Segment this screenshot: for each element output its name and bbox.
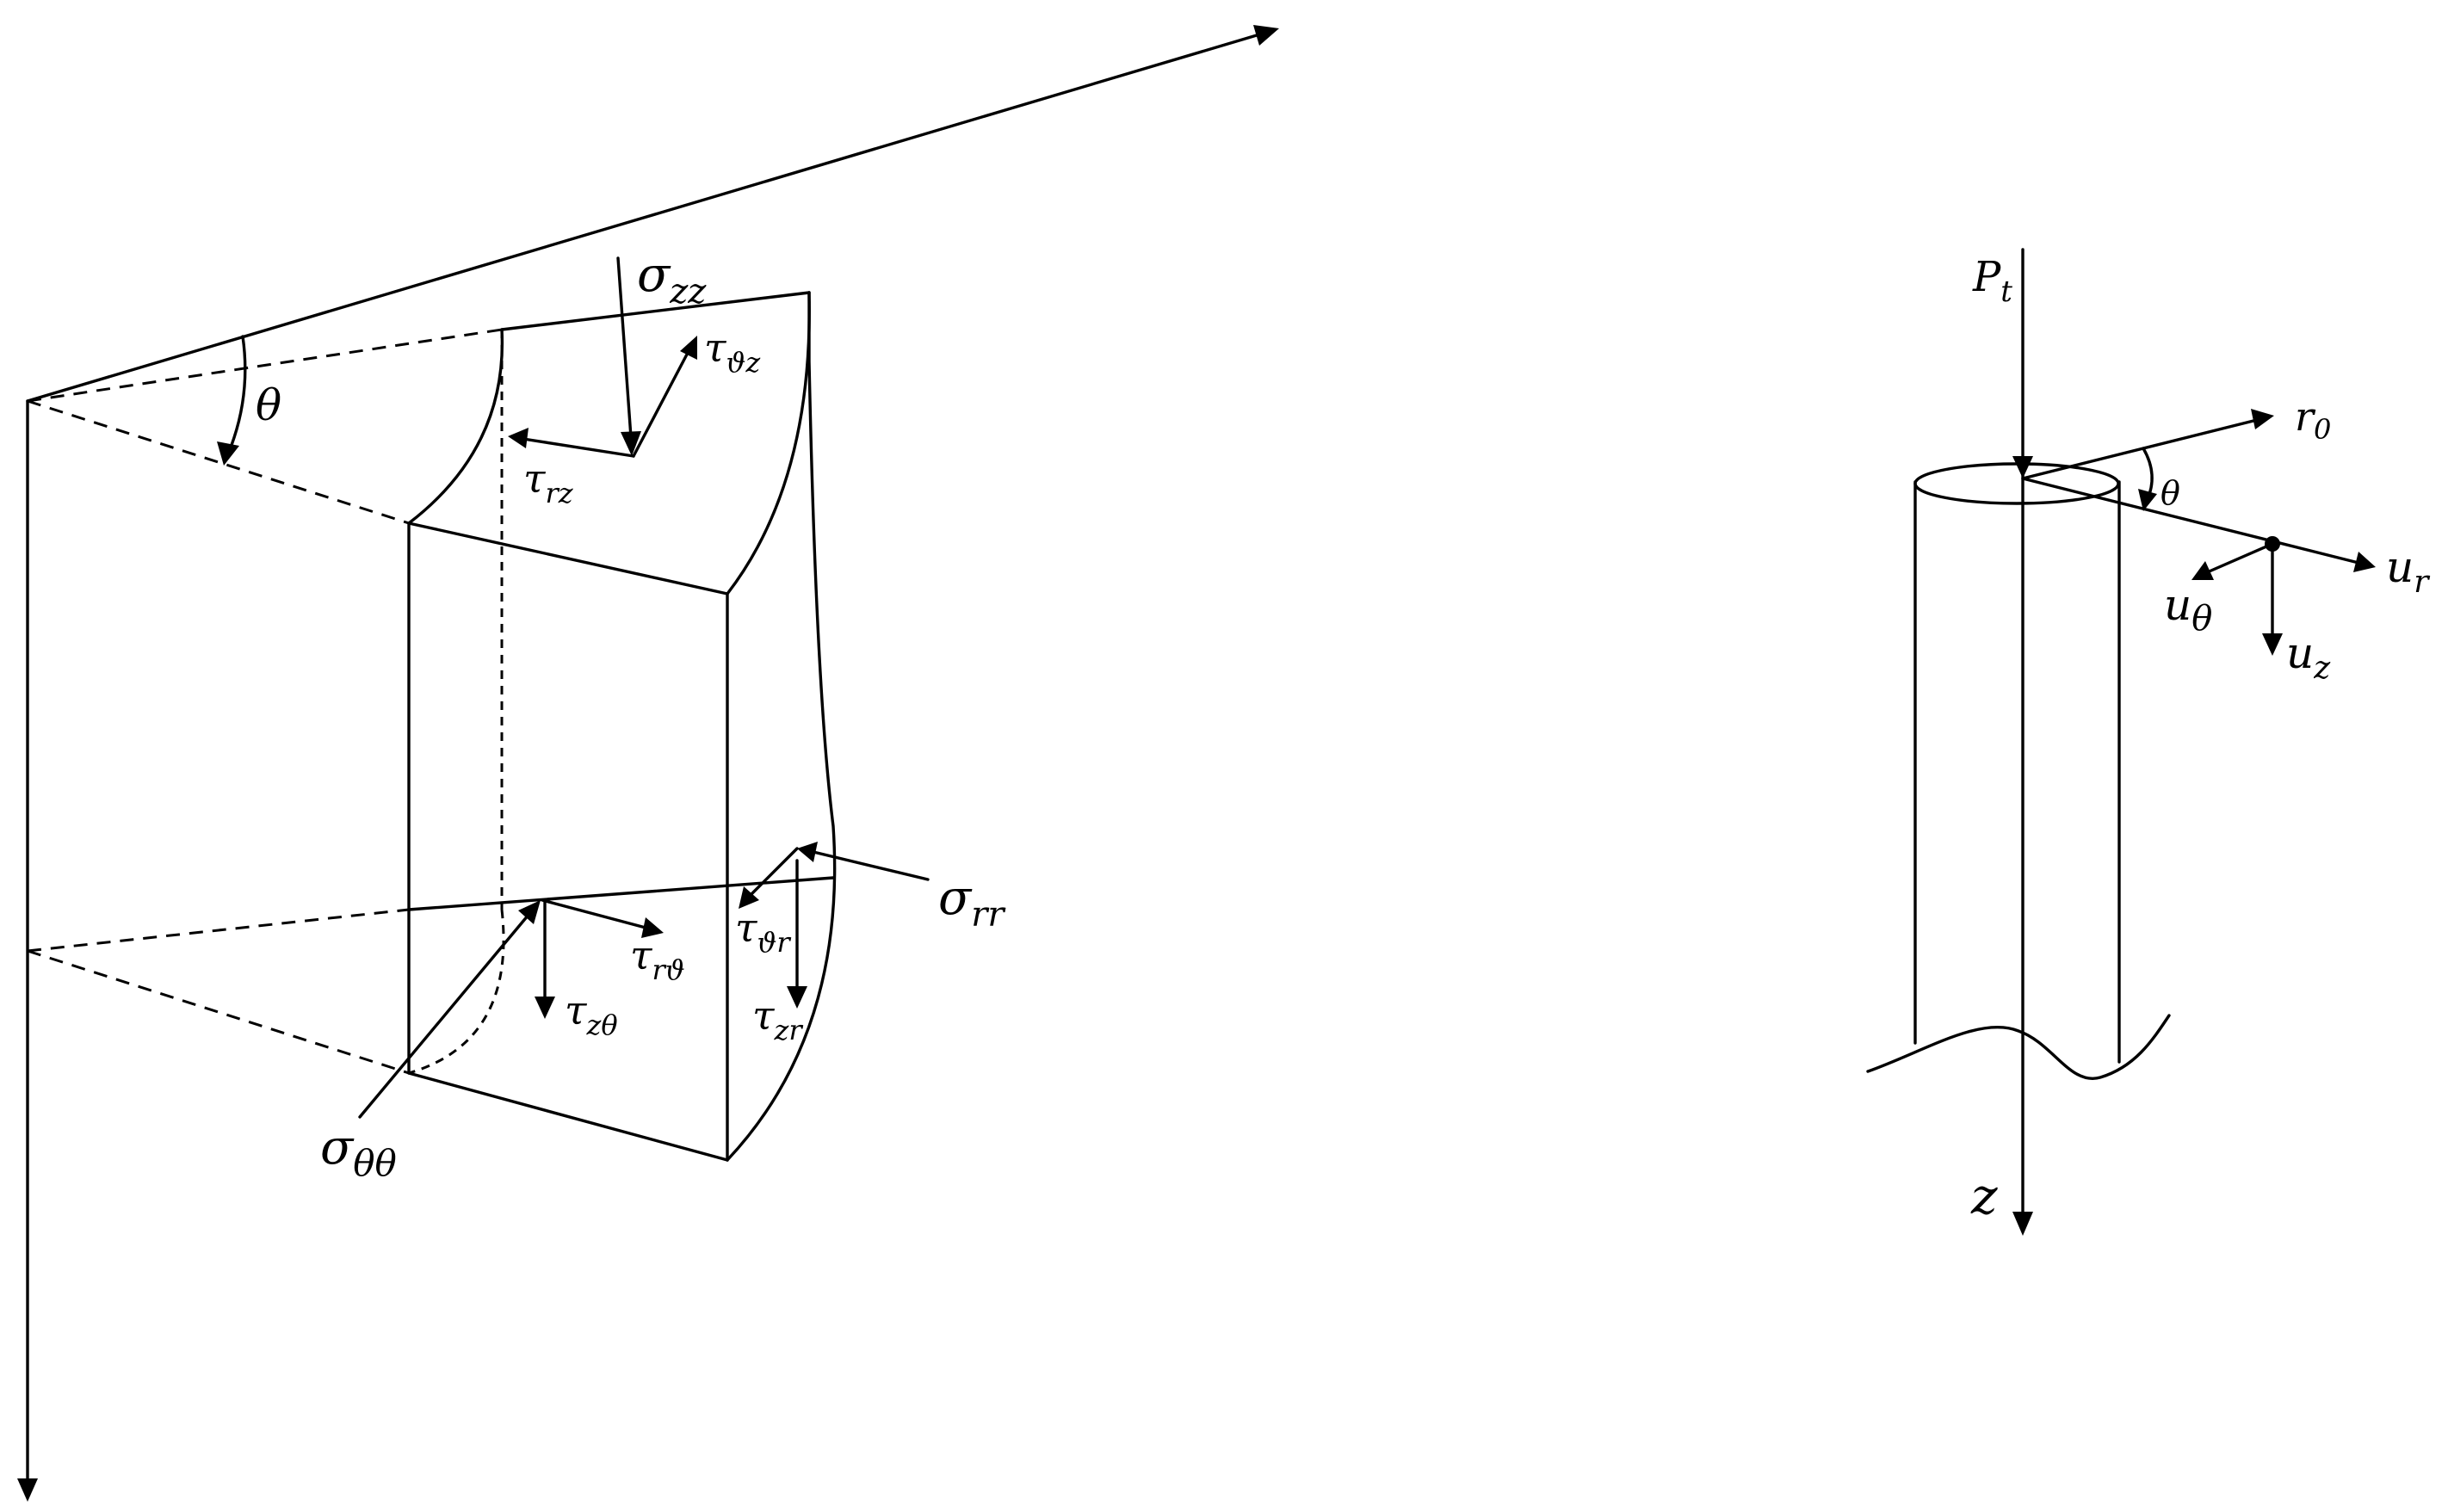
theta-label: θ	[256, 380, 281, 430]
bottom-face-hidden-arc	[408, 909, 505, 1075]
sigma-rr-arrowhead	[797, 842, 818, 862]
pile-top-ellipse	[1913, 462, 2120, 505]
sigma-zz-arrowhead	[621, 431, 641, 456]
load-arrowhead	[2012, 456, 2033, 478]
tau-rz-arrowhead	[508, 428, 529, 448]
sigma-theta-theta-arrow-shaft	[358, 913, 530, 1119]
tau-rz-label: τrz	[523, 455, 574, 509]
tau-r-theta-arrow-shaft	[541, 898, 647, 929]
tau-zr-label: τzr	[752, 992, 803, 1046]
radial-axis-arrowhead	[1253, 25, 1279, 46]
r0-arrowhead	[2251, 409, 2274, 429]
u-theta-label: uθ	[2164, 580, 2212, 639]
r0-arrow-shaft	[2021, 418, 2259, 480]
pile-theta-arrowhead	[2138, 489, 2157, 511]
tau-theta-z-label: τϑz	[704, 324, 761, 379]
u-z-label: uz	[2286, 628, 2331, 686]
ur-label: ur	[2386, 542, 2430, 600]
top-face-front-edge	[407, 521, 729, 596]
lower-ray-dashed-1	[27, 908, 410, 953]
tau-z-theta-arrowhead	[535, 997, 555, 1019]
theta-angle-arrowhead	[217, 441, 239, 466]
tau-r-theta-label: τrϑ	[630, 932, 685, 986]
theta-angle-arc	[227, 335, 247, 454]
upper-ray-dashed-1	[27, 328, 503, 403]
element-back-right-edge	[726, 291, 837, 1162]
top-face-right-arc	[726, 291, 811, 596]
sigma-zz-arrow-shaft	[616, 256, 633, 439]
sigma-theta-theta-label: σθθ	[320, 1120, 397, 1184]
tau-z-theta-label: τzθ	[565, 987, 618, 1041]
pile-break-line	[1866, 1014, 2171, 1080]
tau-theta-r-label: τϑr	[735, 904, 791, 959]
u-theta-arrow-shaft	[2204, 542, 2274, 575]
pile-diagram: Pt r0 θ ur uθ uz z	[1866, 248, 2430, 1236]
bottom-face-front-edge	[407, 1071, 729, 1162]
sigma-rr-arrow-shaft	[812, 850, 930, 881]
upper-ray-dashed-2	[27, 399, 410, 525]
central-z-axis-arrowhead	[2012, 1212, 2033, 1236]
ur-arrowhead	[2353, 552, 2376, 572]
vertical-z-axis-arrowhead	[17, 1478, 38, 1502]
stress-element-diagram: θ σzz τϑz τrz σrr τϑr τrϑ τzθ τzr σθθ	[17, 25, 1279, 1502]
sigma-theta-theta-arrowhead	[518, 900, 541, 924]
pile-theta-label: θ	[2161, 474, 2180, 512]
u-z-arrowhead	[2262, 633, 2283, 656]
tau-zr-arrowhead	[787, 986, 807, 1009]
bottom-section-line	[407, 876, 835, 911]
z-axis-label: z	[1970, 1167, 1998, 1225]
tau-theta-r-arrow-shaft	[747, 847, 799, 898]
sigma-rr-label: σrr	[938, 870, 1006, 935]
top-face-inner-arc	[407, 328, 504, 525]
tau-theta-r-arrowhead	[739, 886, 759, 909]
r0-label: r0	[2295, 393, 2331, 446]
sigma-zz-label: σzz	[637, 247, 707, 312]
tau-r-theta-arrowhead	[641, 917, 664, 938]
u-theta-arrowhead	[2191, 561, 2214, 580]
ur-arrow-shaft	[2021, 477, 2360, 565]
tau-theta-z-arrow-shaft	[632, 349, 690, 458]
radial-axis-line	[26, 31, 1267, 403]
tau-theta-z-arrowhead	[680, 336, 697, 360]
top-face-outer-edge	[500, 291, 811, 331]
tau-rz-arrow-shaft	[522, 437, 635, 458]
lower-ray-dashed-2	[27, 949, 410, 1075]
load-pt-label: Pt	[1972, 253, 2012, 309]
